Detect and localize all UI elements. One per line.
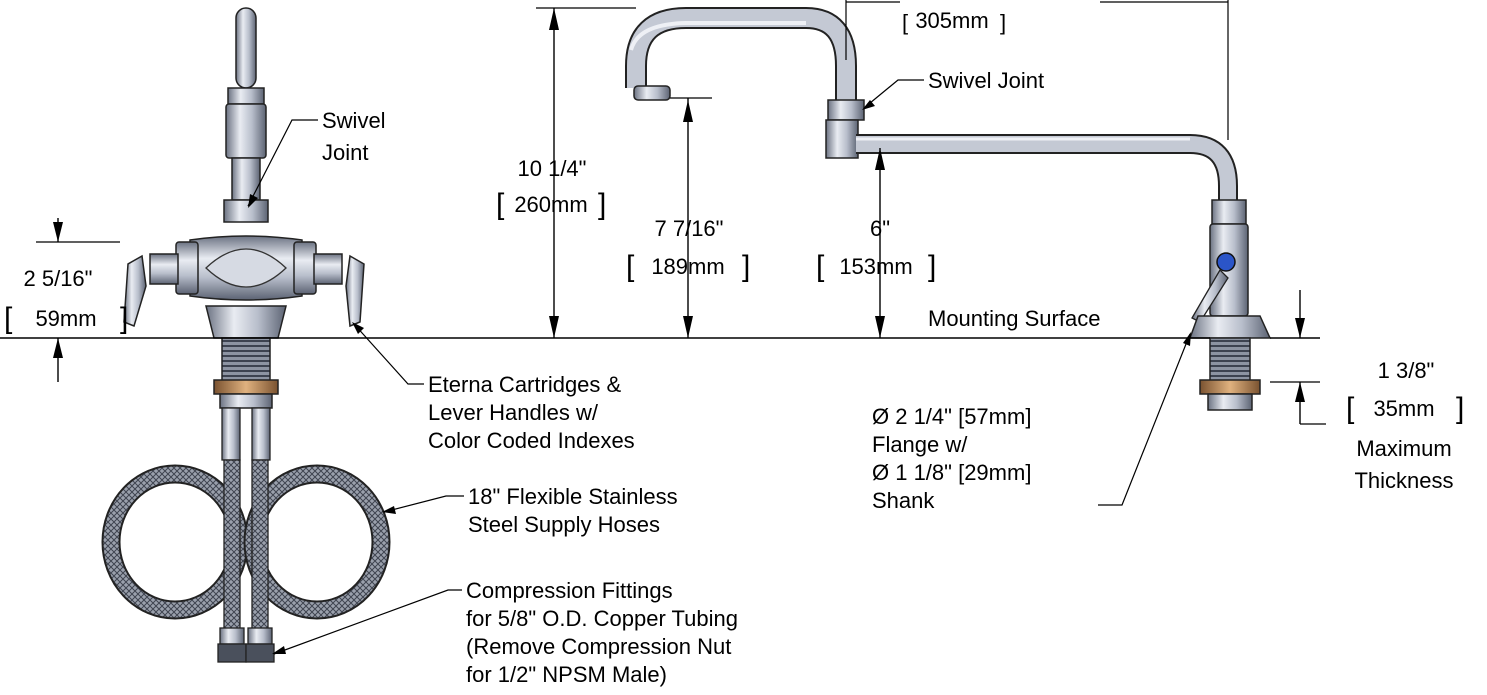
cartridges-line-2: Lever Handles w/ [428,400,599,425]
fittings-line-4: for 1/2" NPSM Male) [466,662,667,687]
svg-text:[: [ [626,250,635,283]
mm-brackets: [] [] [] [] [] [4,188,1464,425]
flange-line-4: Shank [872,488,935,513]
spout-reach-mm: 305mm [915,8,988,33]
handle-in: 2 5/16" [24,266,93,291]
svg-text:[: [ [496,188,505,221]
svg-text:]: ] [928,250,936,283]
hoses-line-2: Steel Supply Hoses [468,512,660,537]
thickness-line-1: Maximum [1356,436,1451,461]
flange-line-1: Ø 2 1/4" [57mm] [872,404,1031,429]
svg-text:[: [ [4,302,13,335]
thickness-in: 1 3/8" [1378,358,1435,383]
left-faucet [101,7,391,663]
cartridges-line-3: Color Coded Indexes [428,428,635,453]
svg-text:[: [ [816,250,825,283]
svg-text:]: ] [742,250,750,283]
height-in: 10 1/4" [518,156,587,181]
height-mm: 260mm [514,192,587,217]
annotations: Swivel Joint Swivel Joint 305mm [ ] 10 1… [4,8,1464,687]
svg-text:[: [ [1346,392,1355,425]
bracket-r: ] [1000,10,1006,35]
dimension-lines [0,0,1326,655]
flange-line-2: Flange w/ [872,432,968,457]
swivel-joint-right-label: Swivel Joint [928,68,1044,93]
spout-clear-in: 7 7/16" [655,216,724,241]
swivel-joint-left-label-2: Joint [322,140,368,165]
swivel-joint-left-label-1: Swivel [322,108,386,133]
outlet-in: 6" [870,216,890,241]
cartridges-line-1: Eterna Cartridges & [428,372,622,397]
bracket-l: [ [902,10,908,35]
thickness-mm: 35mm [1373,396,1434,421]
flange-line-3: Ø 1 1/8" [29mm] [872,460,1031,485]
outlet-mm: 153mm [839,254,912,279]
handle-mm: 59mm [35,306,96,331]
fittings-line-2: for 5/8" O.D. Copper Tubing [466,606,738,631]
right-faucet [625,7,1272,411]
svg-text:]: ] [120,302,128,335]
spout-clear-mm: 189mm [651,254,724,279]
svg-text:]: ] [1456,392,1464,425]
mounting-surface-label: Mounting Surface [928,306,1100,331]
hoses-line-1: 18" Flexible Stainless [468,484,678,509]
fittings-line-3: (Remove Compression Nut [466,634,731,659]
thickness-line-2: Thickness [1354,468,1453,493]
fittings-line-1: Compression Fittings [466,578,673,603]
svg-text:]: ] [598,188,606,221]
